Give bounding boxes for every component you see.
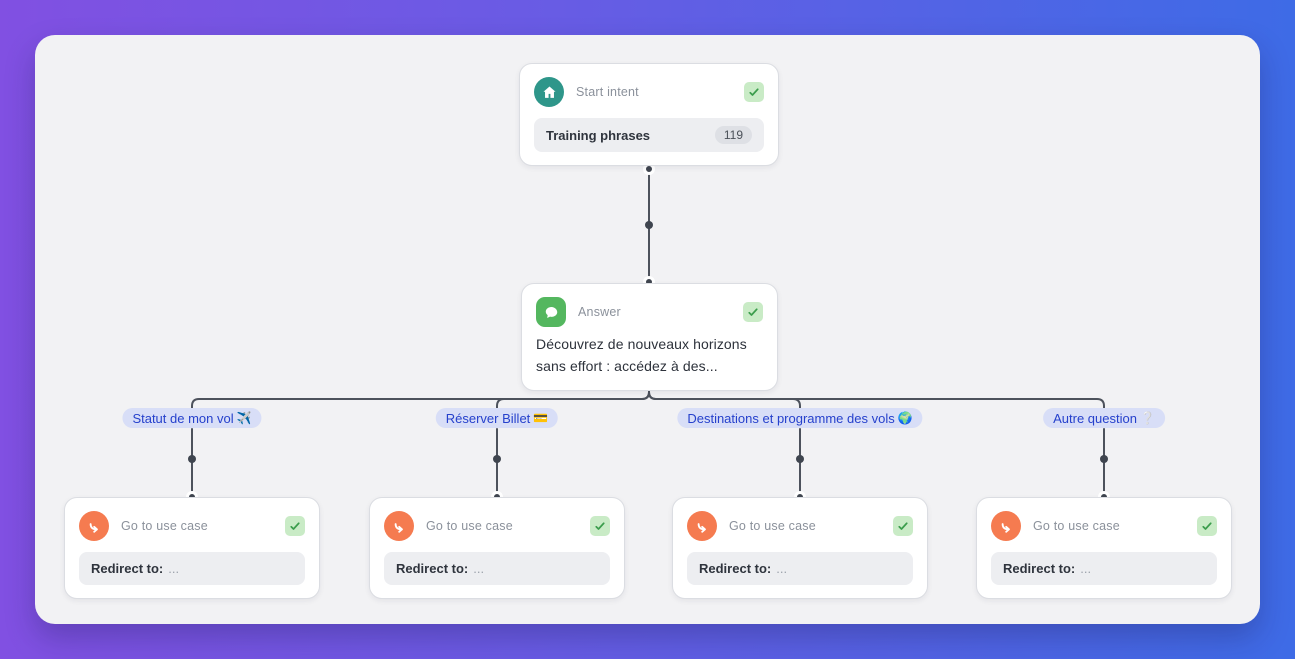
redirect-label: Redirect to: (91, 561, 164, 576)
branch-label: Destinations et programme des vols (687, 410, 895, 426)
redirect-arrow-icon (991, 511, 1021, 541)
field-label: Training phrases (546, 127, 651, 143)
check-icon[interactable] (743, 302, 763, 322)
redirect-field[interactable]: Redirect to: ... (991, 552, 1217, 585)
node-header: Answer (536, 297, 763, 327)
phrase-count-badge: 119 (714, 126, 752, 144)
home-icon (534, 77, 564, 107)
redirect-label: Redirect to: (699, 561, 772, 576)
go-to-use-case-node-1[interactable]: Go to use case Redirect to: ... (64, 497, 320, 599)
start-intent-node[interactable]: Start intent Training phrases 119 (519, 63, 779, 166)
redirect-arrow-icon (687, 511, 717, 541)
redirect-arrow-icon (79, 511, 109, 541)
redirect-value: ... (1080, 561, 1092, 576)
go-to-use-case-node-2[interactable]: Go to use case Redirect to: ... (369, 497, 625, 599)
branch-pill-reserver-billet[interactable]: Réserver Billet 💳 (435, 408, 559, 428)
node-header: Go to use case (384, 511, 610, 541)
answer-node[interactable]: Answer Découvrez de nouveaux horizons sa… (521, 283, 778, 392)
node-title: Go to use case (426, 519, 513, 533)
credit-card-icon: 💳 (533, 411, 549, 425)
branch-pill-autre-question[interactable]: Autre question ❔ (1043, 408, 1165, 428)
chat-bubble-icon (536, 297, 566, 327)
go-to-use-case-node-3[interactable]: Go to use case Redirect to: ... (672, 497, 928, 599)
node-title: Go to use case (1033, 519, 1120, 533)
branch-pill-destinations[interactable]: Destinations et programme des vols 🌍 (677, 408, 923, 428)
go-to-use-case-node-4[interactable]: Go to use case Redirect to: ... (976, 497, 1232, 599)
node-title: Go to use case (121, 519, 208, 533)
redirect-field[interactable]: Redirect to: ... (384, 552, 610, 585)
branch-label: Réserver Billet (445, 410, 531, 426)
redirect-value: ... (473, 561, 485, 576)
redirect-value: ... (168, 561, 180, 576)
node-header: Go to use case (687, 511, 913, 541)
node-header: Go to use case (991, 511, 1217, 541)
redirect-arrow-icon (384, 511, 414, 541)
question-mark-icon: ❔ (1139, 411, 1155, 425)
redirect-field[interactable]: Redirect to: ... (79, 552, 305, 585)
training-phrases-field[interactable]: Training phrases 119 (534, 118, 764, 152)
check-icon[interactable] (590, 516, 610, 536)
branch-label: Autre question (1053, 410, 1137, 426)
redirect-field[interactable]: Redirect to: ... (687, 552, 913, 585)
check-icon[interactable] (744, 82, 764, 102)
node-title: Answer (578, 305, 621, 319)
answer-text[interactable]: Découvrez de nouveaux horizons sans effo… (536, 336, 747, 374)
check-icon[interactable] (893, 516, 913, 536)
globe-icon: 🌍 (897, 411, 913, 425)
redirect-label: Redirect to: (396, 561, 469, 576)
redirect-value: ... (776, 561, 788, 576)
node-header: Go to use case (79, 511, 305, 541)
node-title: Go to use case (729, 519, 816, 533)
check-icon[interactable] (1197, 516, 1217, 536)
airplane-icon: ✈️ (236, 411, 252, 425)
node-header: Start intent (534, 77, 764, 107)
branch-pill-statut-vol[interactable]: Statut de mon vol ✈️ (122, 408, 262, 428)
branch-label: Statut de mon vol (132, 410, 234, 426)
redirect-label: Redirect to: (1003, 561, 1076, 576)
node-title: Start intent (576, 85, 639, 99)
check-icon[interactable] (285, 516, 305, 536)
